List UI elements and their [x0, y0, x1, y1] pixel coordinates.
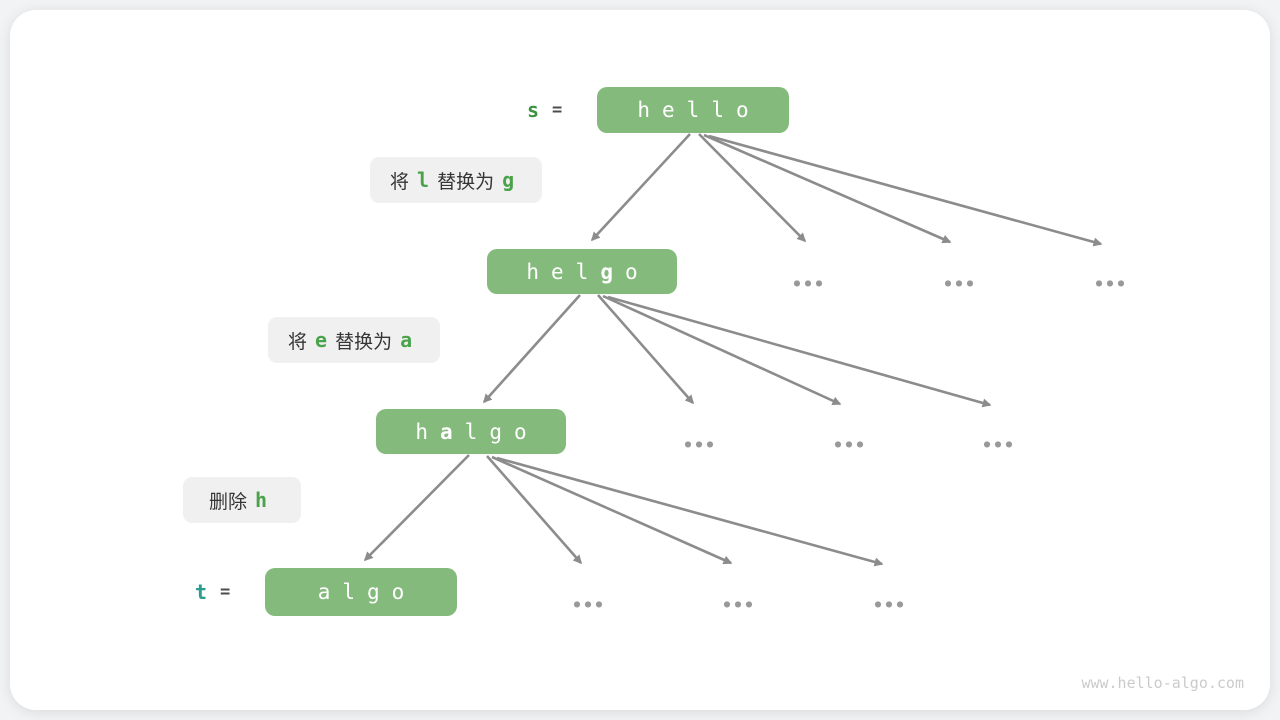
- op-code-char: l: [417, 168, 430, 192]
- node-char: h: [415, 419, 429, 444]
- op-code-char: a: [400, 328, 413, 352]
- op-label-replace-l-g: 将 l 替换为 g: [370, 157, 543, 203]
- ellipsis-placeholder: ●●●: [684, 439, 718, 449]
- arrow-helgo-other-2: [602, 294, 842, 406]
- ellipsis-placeholder: ●●●: [944, 278, 978, 288]
- var-t-name: t: [195, 580, 208, 604]
- node-char-changed: g: [600, 259, 613, 284]
- node-char: l: [575, 259, 589, 284]
- node-char: e: [662, 98, 675, 122]
- node-char: e: [551, 259, 564, 284]
- node-char: o: [624, 259, 638, 284]
- node-char: o: [391, 580, 405, 604]
- op-label-delete-h: 删除 h: [183, 477, 302, 523]
- node-char: l: [464, 419, 478, 444]
- arrow-helgo-halgo: [482, 294, 581, 404]
- ellipsis-placeholder: ●●●: [983, 439, 1017, 449]
- op-code-char: h: [255, 488, 268, 512]
- node-char: l: [342, 580, 355, 604]
- node-algo: a l g o: [265, 568, 457, 616]
- arrow-halgo-algo: [363, 454, 470, 562]
- node-char: o: [735, 98, 749, 122]
- node-char: g: [367, 580, 380, 604]
- op-text: 将: [288, 331, 308, 353]
- op-code-char: e: [315, 328, 328, 352]
- var-s-name: s: [527, 98, 540, 122]
- node-hello: h e l l o: [597, 87, 789, 133]
- node-char: l: [711, 98, 724, 122]
- node-char: o: [513, 419, 527, 444]
- arrow-halgo-other-3: [496, 456, 884, 567]
- arrow-helgo-other-1: [597, 294, 694, 405]
- ellipsis-placeholder: ●●●: [1095, 278, 1129, 288]
- node-halgo: h a l g o: [376, 409, 566, 454]
- node-helgo: h e l g o: [487, 249, 677, 294]
- arrow-hello-other-2: [703, 133, 952, 244]
- node-char: h: [526, 259, 540, 284]
- var-t-label: t =: [195, 578, 230, 606]
- node-char: g: [489, 419, 502, 444]
- equals-sign: =: [220, 582, 231, 602]
- arrow-helgo-other-3: [607, 295, 992, 408]
- ellipsis-placeholder: ●●●: [874, 599, 908, 609]
- op-text: 删除: [209, 491, 248, 513]
- arrow-hello-helgo: [590, 133, 691, 242]
- arrow-halgo-other-2: [491, 455, 733, 565]
- op-text: 将: [390, 171, 410, 193]
- arrow-halgo-other-1: [486, 455, 582, 565]
- op-label-replace-e-a: 将 e 替换为 a: [268, 317, 441, 363]
- arrow-hello-other-3: [708, 134, 1103, 247]
- node-char-changed: a: [440, 419, 453, 444]
- ellipsis-placeholder: ●●●: [723, 599, 757, 609]
- ellipsis-placeholder: ●●●: [834, 439, 868, 449]
- op-text: 替换为: [437, 171, 495, 193]
- equals-sign: =: [552, 100, 563, 120]
- op-text: 替换为: [335, 331, 393, 353]
- op-code-char: g: [502, 168, 515, 192]
- node-char: a: [317, 580, 331, 604]
- node-char: l: [686, 98, 700, 122]
- site-watermark: www.hello-algo.com: [1081, 674, 1244, 692]
- node-char: h: [637, 98, 651, 122]
- var-s-label: s =: [527, 96, 562, 124]
- ellipsis-placeholder: ●●●: [793, 278, 827, 288]
- arrow-hello-other-1: [698, 133, 807, 243]
- ellipsis-placeholder: ●●●: [573, 599, 607, 609]
